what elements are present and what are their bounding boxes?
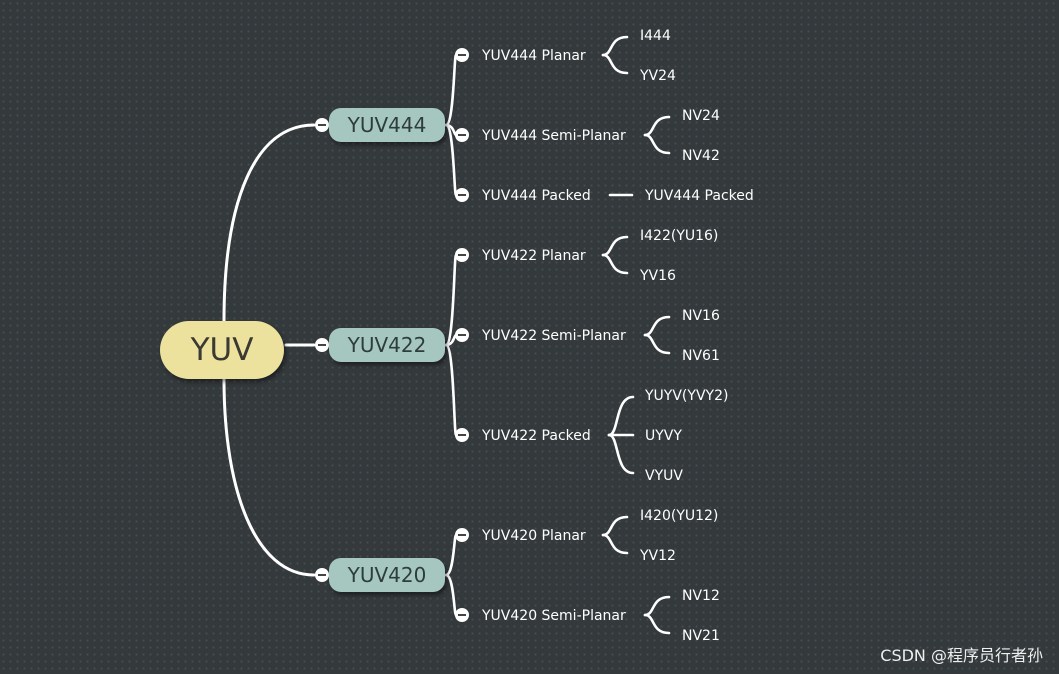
watermark: CSDN @程序员行者孙 xyxy=(880,646,1043,665)
topic-node[interactable]: YUV444 Packed xyxy=(482,188,591,204)
leaf-node[interactable]: NV16 xyxy=(682,308,720,324)
topic-to-leaf-connector xyxy=(601,53,629,75)
leaf-node[interactable]: YUV444 Packed xyxy=(645,188,754,204)
topic-to-leaf-connector xyxy=(643,595,671,617)
collapse-toggle[interactable] xyxy=(455,528,469,542)
leaf-node[interactable]: VYUV xyxy=(645,468,683,484)
topic-to-leaf-connector xyxy=(643,333,671,355)
branch-to-topic-connector xyxy=(444,533,458,577)
topic-node[interactable]: YUV444 Semi-Planar xyxy=(482,128,626,144)
root-to-branch-connector xyxy=(222,377,316,577)
topic-to-leaf-connector xyxy=(607,395,635,437)
leaf-node[interactable]: YUYV(YVY2) xyxy=(645,388,729,404)
branch-to-topic-connector xyxy=(444,573,458,617)
topic-node[interactable]: YUV420 Semi-Planar xyxy=(482,608,626,624)
collapse-toggle-yuv422[interactable] xyxy=(315,338,329,352)
topic-to-leaf-connector xyxy=(601,235,629,257)
topic-node[interactable]: YUV420 Planar xyxy=(482,528,586,544)
topic-to-leaf-connector xyxy=(601,253,629,275)
topic-to-leaf-connector xyxy=(601,35,629,57)
leaf-node[interactable]: UYVY xyxy=(645,428,682,444)
topic-node[interactable]: YUV422 Packed xyxy=(482,428,591,444)
branch-to-topic-connector xyxy=(444,343,458,437)
collapse-toggle[interactable] xyxy=(455,248,469,262)
leaf-node[interactable]: NV24 xyxy=(682,108,720,124)
root-node[interactable]: YUV xyxy=(160,321,284,379)
branch-node-yuv444[interactable]: YUV444 xyxy=(329,108,445,142)
collapse-toggle-yuv420[interactable] xyxy=(315,568,329,582)
branch-to-topic-connector xyxy=(444,53,458,127)
root-to-branch-connector xyxy=(222,123,316,323)
topic-node[interactable]: YUV422 Planar xyxy=(482,248,586,264)
topic-node[interactable]: YUV444 Planar xyxy=(482,48,586,64)
collapse-toggle[interactable] xyxy=(455,428,469,442)
collapse-toggle[interactable] xyxy=(455,188,469,202)
branch-node-yuv422[interactable]: YUV422 xyxy=(329,328,445,362)
leaf-node[interactable]: NV42 xyxy=(682,148,720,164)
branch-label: YUV444 xyxy=(347,113,427,137)
leaf-node[interactable]: I444 xyxy=(640,28,671,44)
topic-node[interactable]: YUV422 Semi-Planar xyxy=(482,328,626,344)
collapse-toggle[interactable] xyxy=(455,128,469,142)
topic-to-leaf-connector xyxy=(643,613,671,635)
collapse-toggle-yuv444[interactable] xyxy=(315,118,329,132)
leaf-node[interactable]: I422(YU16) xyxy=(640,228,719,244)
topic-to-leaf-connector xyxy=(643,133,671,155)
collapse-toggle[interactable] xyxy=(455,608,469,622)
leaf-node[interactable]: NV12 xyxy=(682,588,720,604)
topic-to-leaf-connector xyxy=(607,433,635,475)
leaf-node[interactable]: I420(YU12) xyxy=(640,508,719,524)
leaf-node[interactable]: YV16 xyxy=(640,268,676,284)
branch-node-yuv420[interactable]: YUV420 xyxy=(329,558,445,592)
topic-to-leaf-connector xyxy=(601,515,629,537)
leaf-node[interactable]: YV12 xyxy=(640,548,676,564)
collapse-toggle[interactable] xyxy=(455,328,469,342)
topic-to-leaf-connector xyxy=(643,115,671,137)
topic-to-leaf-connector xyxy=(643,315,671,337)
topic-to-leaf-connector xyxy=(601,533,629,555)
branch-label: YUV422 xyxy=(347,333,427,357)
branch-label: YUV420 xyxy=(347,563,427,587)
root-label: YUV xyxy=(190,332,254,368)
leaf-node[interactable]: NV61 xyxy=(682,348,720,364)
collapse-toggle[interactable] xyxy=(455,48,469,62)
leaf-node[interactable]: YV24 xyxy=(640,68,676,84)
leaf-node[interactable]: NV21 xyxy=(682,628,720,644)
